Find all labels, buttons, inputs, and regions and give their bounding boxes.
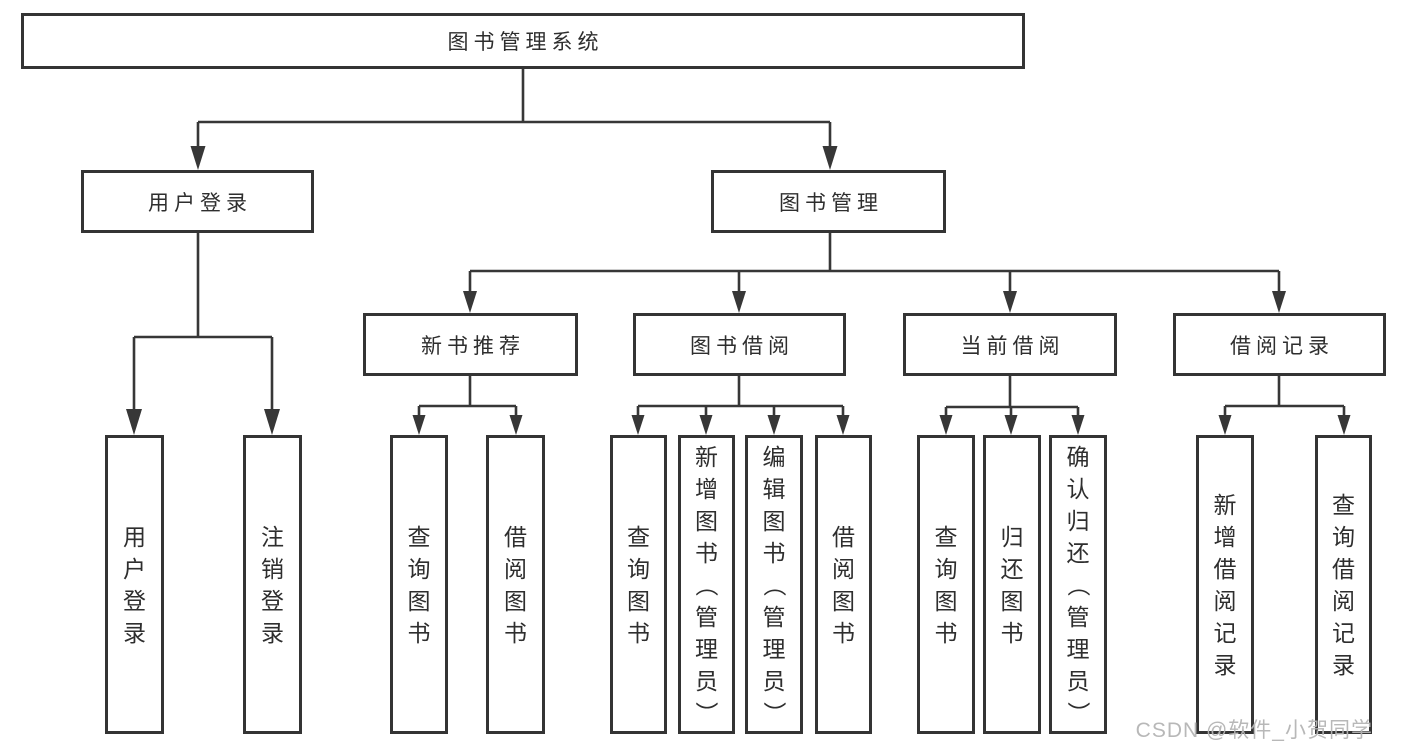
leaf-bb-edit-books-admin: 编辑图书（管理员） <box>745 435 803 734</box>
leaf-bb-query-books-label: 查询图书 <box>627 523 650 646</box>
leaf-bb-add-books-admin: 新增图书（管理员） <box>678 435 735 734</box>
leaf-bb-edit-books-admin-label: 编辑图书（管理员） <box>761 443 787 725</box>
leaf-br-query-record-label: 查询借阅记录 <box>1332 491 1355 678</box>
leaf-nb-query-books-label: 查询图书 <box>407 523 431 646</box>
leaf-br-add-record-label: 新增借阅记录 <box>1213 491 1237 678</box>
leaf-br-query-record: 查询借阅记录 <box>1315 435 1372 734</box>
leaf-nb-borrow-books: 借阅图书 <box>486 435 545 734</box>
node-root: 图书管理系统 <box>21 13 1025 69</box>
node-root-label: 图书管理系统 <box>447 31 604 54</box>
leaf-bb-query-books: 查询图书 <box>610 435 667 734</box>
leaf-br-add-record: 新增借阅记录 <box>1196 435 1254 734</box>
leaf-logout-label: 注销登录 <box>261 523 284 646</box>
node-user-login: 用户登录 <box>81 170 314 233</box>
leaf-cb-query-books-label: 查询图书 <box>934 523 958 646</box>
leaf-bb-add-books-admin-label: 新增图书（管理员） <box>693 443 720 725</box>
leaf-bb-borrow-books: 借阅图书 <box>815 435 872 734</box>
leaf-cb-confirm-return-admin-label: 确认归还（管理员） <box>1065 443 1091 725</box>
leaf-cb-return-books: 归还图书 <box>983 435 1041 734</box>
node-borrowing-records-label: 借阅记录 <box>1230 334 1334 358</box>
node-new-book-recommendation: 新书推荐 <box>363 313 578 376</box>
leaf-user-login: 用户登录 <box>105 435 164 734</box>
watermark: CSDN @软件_小贺同学 <box>1135 719 1373 742</box>
leaf-bb-borrow-books-label: 借阅图书 <box>832 523 855 646</box>
node-borrowing-records: 借阅记录 <box>1173 313 1386 376</box>
leaf-cb-query-books: 查询图书 <box>917 435 975 734</box>
node-book-management: 图书管理 <box>711 170 946 233</box>
node-user-login-label: 用户登录 <box>148 191 252 215</box>
node-book-borrowing: 图书借阅 <box>633 313 846 376</box>
node-new-book-recommendation-label: 新书推荐 <box>421 334 525 358</box>
node-current-borrowing: 当前借阅 <box>903 313 1117 376</box>
node-current-borrowing-label: 当前借阅 <box>960 334 1065 358</box>
leaf-logout: 注销登录 <box>243 435 302 734</box>
leaf-cb-return-books-label: 归还图书 <box>1000 523 1024 646</box>
leaf-cb-confirm-return-admin: 确认归还（管理员） <box>1049 435 1107 734</box>
leaf-nb-query-books: 查询图书 <box>390 435 448 734</box>
node-book-management-label: 图书管理 <box>779 191 883 215</box>
leaf-nb-borrow-books-label: 借阅图书 <box>504 523 527 646</box>
node-book-borrowing-label: 图书借阅 <box>690 334 794 358</box>
leaf-user-login-label: 用户登录 <box>123 523 146 646</box>
